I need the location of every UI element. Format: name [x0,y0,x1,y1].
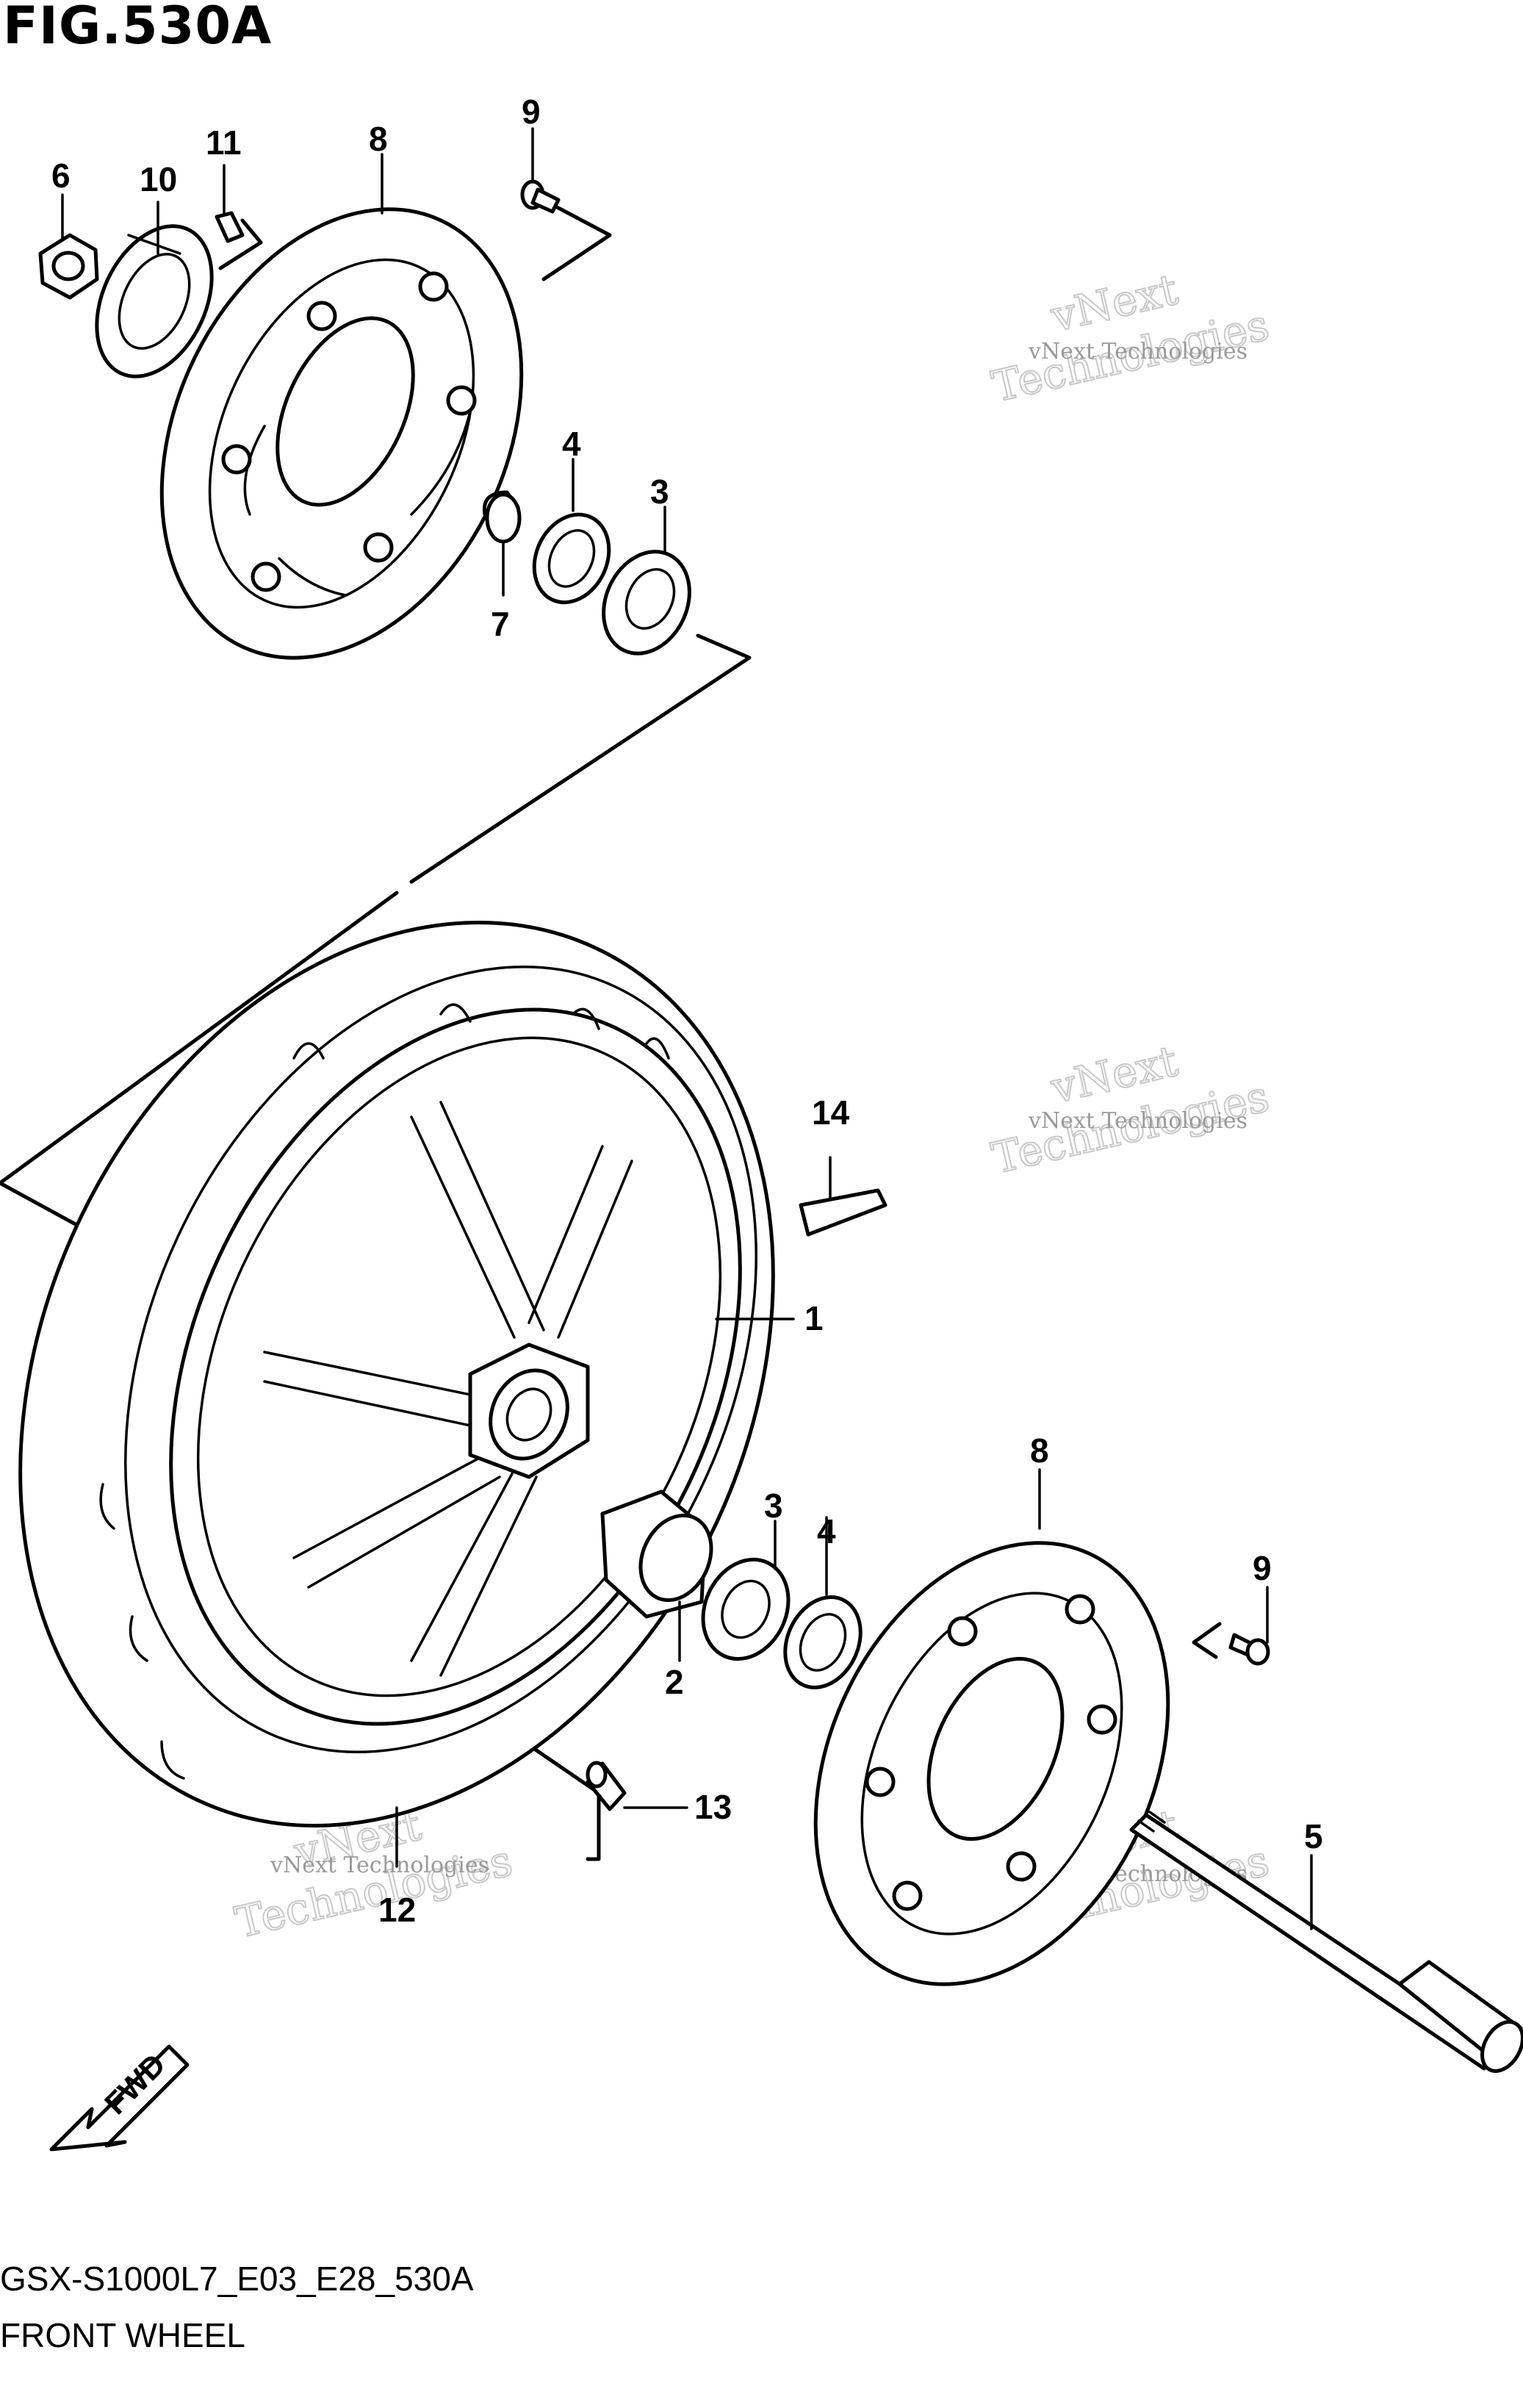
watermark-text: vNext Technologies [1028,1108,1247,1134]
sensor-ring [95,224,214,378]
disc-bolt [1228,1633,1270,1666]
assembly-guide-line [218,218,263,270]
wheel-hub [263,1101,633,1677]
flange-nut [38,233,99,300]
tire-valve [586,1761,627,1811]
wheel-bearing [701,1557,791,1661]
callout-number: 6 [51,157,71,195]
front-axle [1129,1811,1523,2073]
assembly-guide-line [541,200,612,281]
callout-number: 4 [562,425,581,463]
callout-number: 4 [817,1512,836,1550]
figure-name: FRONT WHEEL [0,2316,245,2354]
brake-disc [813,1541,1170,1986]
brake-disc [159,207,524,660]
callout-number: 2 [665,1663,684,1701]
callout-number: 12 [378,1891,416,1929]
callout-numbers: 1 2 3 3 4 4 5 6 7 8 8 9 9 10 11 12 13 14 [51,93,1323,1929]
callout-number: 8 [1030,1431,1049,1470]
disc-bolt [215,211,245,243]
center-collar [600,1489,713,1619]
oil-seal [532,512,611,605]
callout-number: 7 [491,605,510,643]
callout-number: 8 [369,120,388,158]
disc-bolt [520,179,561,214]
callout-number: 3 [650,472,669,511]
figure-code: GSX-S1000L7_E03_E28_530A [0,2260,474,2298]
callout-number: 10 [140,160,177,198]
wheel-bearing [602,550,691,655]
front-wheel-tire [18,921,775,1827]
callout-number: 5 [1304,1817,1323,1855]
balance-weight [799,1188,887,1237]
callout-number: 9 [522,93,541,131]
forward-direction-arrow: FWD [49,2044,190,2152]
callout-number: 9 [1253,1549,1272,1587]
watermark-text: vNext Technologies [270,1852,489,1878]
callout-number: 1 [804,1299,824,1337]
watermark-text: vNext Technologies [1028,339,1247,364]
figure-title: FIG.530A [3,0,273,56]
callout-number: 11 [206,123,242,162]
callout-number: 14 [812,1093,850,1132]
callout-number: 13 [694,1788,732,1826]
leader-lines [61,127,1313,1930]
assembly-guide-line [0,633,752,1229]
assembly-guide-line [1192,1622,1222,1659]
spacer [482,490,522,544]
callout-number: 3 [764,1487,783,1525]
oil-seal [783,1595,863,1689]
